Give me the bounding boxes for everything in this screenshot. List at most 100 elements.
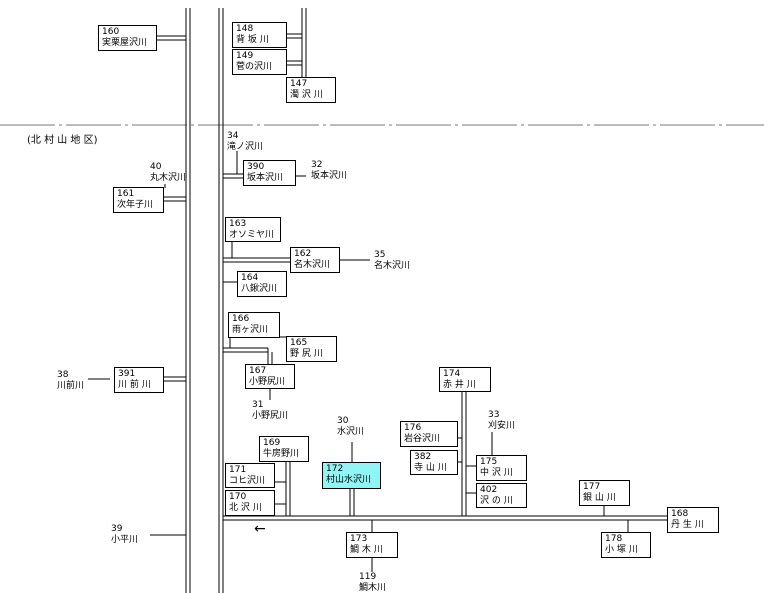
river-box-173[interactable]: 173 鯛 木 川 [346,532,398,558]
river-number: 161 [117,189,135,199]
tributary-number: 35 [374,250,386,260]
river-name: 寺 山 川 [414,463,447,473]
river-name: 村山水沢川 [326,475,372,485]
river-name: 中 沢 川 [480,468,513,478]
flow-direction-arrow-icon: ← [254,521,266,537]
tributary-number: 38 [57,370,69,380]
river-name: 八鍬沢川 [241,284,278,294]
river-number: 177 [583,482,601,492]
river-box-169[interactable]: 169 牛房野川 [259,436,309,462]
tributary-number: 31 [252,400,264,410]
river-name: 背 坂 川 [236,35,269,45]
river-name: 小野尻川 [249,377,286,387]
tributary-number: 40 [150,162,162,172]
river-box-382[interactable]: 382 寺 山 川 [410,450,458,475]
river-number: 149 [236,51,254,61]
river-name: 丹 生 川 [671,520,704,530]
river-box-174[interactable]: 174 赤 井 川 [439,367,491,392]
river-box-162[interactable]: 162 名木沢川 [290,247,340,273]
tributary-label-119: 119 鯛木川 [359,572,386,594]
tributary-name: 名木沢川 [374,261,411,271]
tributary-number: 34 [227,131,239,141]
river-name: 沢 の 川 [480,496,513,506]
river-number: 172 [326,464,344,474]
river-box-177[interactable]: 177 銀 山 川 [579,480,630,506]
tributary-label-39: 39 小平川 [111,524,138,546]
river-name: オソミヤ川 [229,230,275,240]
river-number: 163 [229,219,247,229]
river-number: 173 [350,534,368,544]
tributary-number: 39 [111,524,123,534]
river-number: 170 [229,492,247,502]
river-name: コヒ沢川 [229,476,266,486]
river-number: 162 [294,249,312,259]
tributary-number: 119 [359,572,377,582]
river-box-166[interactable]: 166 雨ヶ沢川 [228,312,280,338]
tributary-label-34: 34 滝ノ沢川 [227,131,263,153]
river-box-402[interactable]: 402 沢 の 川 [476,483,527,508]
tributary-name: 坂本沢川 [311,171,348,181]
tributary-label-30: 30 水沢川 [337,416,364,438]
river-box-149[interactable]: 149 菅の沢川 [232,49,287,75]
tributary-label-32: 32 坂本沢川 [311,160,347,182]
river-name: 野 尻 川 [290,349,323,359]
river-number: 164 [241,273,259,283]
tributary-name: 水沢川 [337,427,365,437]
river-box-391[interactable]: 391 川 前 川 [114,367,164,393]
river-number: 165 [290,338,308,348]
river-name: 川 前 川 [118,380,151,390]
tributary-name: 丸木沢川 [150,173,187,183]
river-box-148[interactable]: 148 背 坂 川 [232,22,287,48]
river-box-164[interactable]: 164 八鍬沢川 [237,271,287,297]
river-number: 390 [247,162,265,172]
tributary-label-40: 40 丸木沢川 [150,162,186,184]
river-box-170[interactable]: 170 北 沢 川 [225,490,275,516]
river-name: 坂本沢川 [247,173,284,183]
river-name: 小 塚 川 [605,545,638,555]
tributary-number: 32 [311,160,323,170]
river-name: 雨ヶ沢川 [232,325,269,335]
river-name: 濁 沢 川 [290,90,323,100]
river-number: 160 [102,27,120,37]
tributary-name: 滝ノ沢川 [227,142,264,152]
river-box-176[interactable]: 176 岩谷沢川 [400,421,458,447]
tributary-label-31: 31 小野尻川 [252,400,288,422]
river-number: 382 [414,452,432,462]
river-number: 171 [229,465,247,475]
river-number: 147 [290,79,308,89]
river-box-147[interactable]: 147 濁 沢 川 [286,77,336,103]
river-number: 166 [232,314,250,324]
river-name: 名木沢川 [294,260,331,270]
river-box-178[interactable]: 178 小 塚 川 [601,532,651,558]
river-name: 岩谷沢川 [404,434,441,444]
river-box-168[interactable]: 168 丹 生 川 [667,507,719,533]
river-number: 178 [605,534,623,544]
tributary-name: 鯛木川 [359,583,387,593]
river-name: 牛房野川 [263,449,300,459]
river-name: 菅の沢川 [236,62,273,72]
river-number: 175 [480,457,498,467]
river-box-171[interactable]: 171 コヒ沢川 [225,463,275,488]
river-name: 北 沢 川 [229,503,262,513]
tributary-label-33: 33 刈安川 [488,410,515,432]
river-box-161[interactable]: 161 次年子川 [113,187,164,213]
river-box-165[interactable]: 165 野 尻 川 [286,336,337,362]
river-box-163[interactable]: 163 オソミヤ川 [225,217,281,242]
tributary-name: 川前川 [57,381,85,391]
river-number: 169 [263,438,281,448]
river-number: 168 [671,509,689,519]
tributary-label-38: 38 川前川 [57,370,84,392]
tributary-name: 小野尻川 [252,411,289,421]
river-box-390[interactable]: 390 坂本沢川 [243,160,296,186]
river-box-160[interactable]: 160 実栗屋沢川 [98,25,157,51]
tributary-label-35: 35 名木沢川 [374,250,410,272]
river-box-175[interactable]: 175 中 沢 川 [476,455,527,481]
river-name: 実栗屋沢川 [102,38,148,48]
river-name: 銀 山 川 [583,493,616,503]
river-name: 鯛 木 川 [350,545,383,555]
region-label: (北 村 山 地 区) [27,135,98,146]
river-box-172-highlighted[interactable]: 172 村山水沢川 [322,462,381,489]
river-box-167[interactable]: 167 小野尻川 [245,364,295,389]
river-number: 176 [404,423,422,433]
